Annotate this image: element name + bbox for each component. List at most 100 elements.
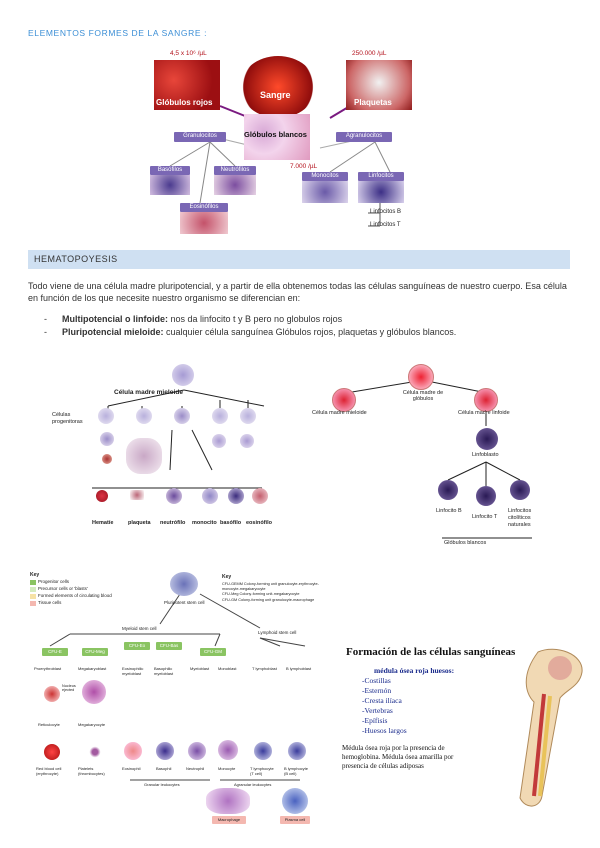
granular-label: Granular leukocytes <box>144 782 180 787</box>
lymphoid-stem-label: Célula madre linfoide <box>458 410 510 416</box>
wbc-count: 7.000 /µL <box>290 163 318 170</box>
neutrophil-cell-bl <box>188 742 206 760</box>
section-title-formed-elements: ELEMENTOS FORMES DE LA SANGRE : <box>28 28 208 38</box>
hematie-cell <box>96 490 108 502</box>
agranular-label: Agranular leukocytes <box>234 782 272 787</box>
myeloid-diagram: Célula madre mieloide Células progenitor… <box>52 360 272 532</box>
bone-marrow-diagram: Formación de las células sanguíneas médu… <box>340 640 583 820</box>
wbc-label: Glóbulos blancos <box>244 130 307 139</box>
key-item: Formed elements of circulating blood <box>38 593 112 598</box>
precursor-label: Proerythroblast <box>34 666 62 671</box>
bone-item: -Esternón <box>362 686 392 695</box>
bone-item: -Costillas <box>362 676 391 685</box>
bullet-text: cualquier célula sanguínea Glóbulos rojo… <box>163 326 457 337</box>
bone-subtitle: médula ósea roja huesos: <box>374 666 455 675</box>
bone-item: -Cresta ilíaca <box>362 696 402 705</box>
basophil-cell-bl <box>156 742 174 760</box>
nk-cell <box>510 480 530 500</box>
lymphoid-diagram: Célula madre de glóbulos Célula madre mi… <box>312 362 552 548</box>
list-item: Multipotencial o linfoide: nos da linfoc… <box>44 313 564 326</box>
formed-label: T lymphocyte (T cell) <box>250 766 274 776</box>
white-cells-footer: Glóbulos blancos <box>444 540 487 546</box>
label-neutrofilo: neutrófilo <box>160 520 186 526</box>
blood-stem-cell <box>408 364 434 390</box>
key2-item: CFU-GM Colony-forming unit granulocyte-m… <box>222 598 315 602</box>
precursor-label: Myeloblast <box>190 666 210 671</box>
neutrophils-box: Neutrófilos <box>214 166 256 175</box>
key2-item: CFU-Meg Colony-forming unit-megakaryocyt… <box>222 592 300 596</box>
megakaryocyte <box>126 438 162 474</box>
myeloid-stem-label: Célula madre mieloide <box>114 389 183 396</box>
label-lymph-t: Linfocito T <box>472 514 498 520</box>
proerythroblast-cell <box>44 686 60 702</box>
eosinophil-cell <box>252 488 268 504</box>
bullet-text: nos da linfocito t y B pero no globulos … <box>168 314 343 324</box>
lymphocyte-b-cell <box>438 480 458 500</box>
lymphoblast-cell <box>476 428 498 450</box>
tissue-label: Plasma cell <box>280 816 310 824</box>
lymph-b-label: Linfocitos B <box>370 209 402 215</box>
intro-paragraph: Todo viene de una célula madre pluripote… <box>28 281 567 303</box>
myeloid-stem-label-right: Célula madre mieloide <box>312 410 367 416</box>
lymphocytes-image <box>358 181 404 203</box>
label-plaqueta: plaqueta <box>128 520 151 526</box>
lymphocyte-t-cell <box>476 486 496 506</box>
lymphoid-stem-cell <box>474 388 498 412</box>
key-item: Tissue cells <box>38 600 62 605</box>
formed-label: Eosinophil <box>122 766 141 771</box>
bone-item: -Vertebras <box>362 706 393 715</box>
blood-stem-label: Célula madre de glóbulos <box>402 390 444 402</box>
formed-label: Red blood cell (erythrocyte) <box>36 766 62 776</box>
lymphocytes-box: Linfocitos <box>358 172 404 181</box>
precursor-label: Basophilic myeloblast <box>154 666 174 676</box>
formed-label: Platelets (thrombocytes) <box>78 766 105 776</box>
eosinophils-image <box>180 212 228 234</box>
monocytes-image <box>302 181 348 203</box>
neutrophil-cell <box>166 488 182 504</box>
monocyte-cell-bl <box>218 740 238 760</box>
progenitor-cell <box>136 408 152 424</box>
cfu-box: CFU-E <box>42 648 68 656</box>
wbc-image <box>244 114 310 160</box>
t-cell-bl <box>254 742 272 760</box>
macrophage-cell <box>206 788 250 814</box>
formed-label: Megakaryocyte <box>78 722 106 727</box>
basophil-precursor <box>240 434 254 448</box>
nucleus-label: Nucleus ejected <box>62 684 76 692</box>
neutrophil-precursor <box>212 434 226 448</box>
bullet-term: Pluripotencial mieloide: <box>62 326 164 337</box>
monocyte-cell <box>202 488 218 504</box>
rbc-count: 4,5 x 10⁶ /µL <box>170 50 207 57</box>
label-hematie: Hematíe <box>92 520 114 526</box>
bone-note: Médula ósea roja por la presencia de hem… <box>342 744 454 770</box>
eosinophils-box: Eosinófilos <box>180 203 228 212</box>
platelet-count: 250.000 /µL <box>352 50 387 57</box>
key2-title: Key <box>222 574 232 580</box>
pluripotent-stem-cell <box>170 572 198 596</box>
label-nk: Linfocitos citolíticos naturales <box>508 508 532 528</box>
progenitor-cell <box>174 408 190 424</box>
key-item: Precursor cells or 'blasts' <box>38 586 88 591</box>
bone-item: -Epífisis <box>362 716 388 725</box>
agranulocytes-box: Agranulocitos <box>336 132 392 142</box>
erythroid-cell <box>100 432 114 446</box>
progenitor-cell <box>98 408 114 424</box>
stem-label: Pluripotent stem cell <box>164 600 205 605</box>
neutrophils-image <box>214 175 256 195</box>
differentiation-list: Multipotencial o linfoide: nos da linfoc… <box>44 313 564 338</box>
b-cell-bl <box>288 742 306 760</box>
cfu-box: CFU-Meg <box>82 648 108 656</box>
label-eosinofilo: eosinófilo <box>246 520 272 526</box>
section-bar-hematopoyesis: HEMATOPOYESIS <box>28 250 570 269</box>
tissue-label: Macrophage <box>212 816 246 824</box>
formed-label: Neutrophil <box>186 766 205 771</box>
progenitor-cell <box>240 408 256 424</box>
platelet-dots <box>88 746 102 758</box>
cfu-box: CFU-Eo <box>124 642 150 650</box>
precursor-label: Eosinophilic myeloblast <box>122 666 144 676</box>
cfu-box: CFU-Bas <box>156 642 182 650</box>
bone-illustration <box>519 648 583 807</box>
erythroid-cell <box>102 454 112 464</box>
progenitor-label: Células progenitoras <box>52 412 83 425</box>
key-item: Progenitor cells <box>38 579 70 584</box>
